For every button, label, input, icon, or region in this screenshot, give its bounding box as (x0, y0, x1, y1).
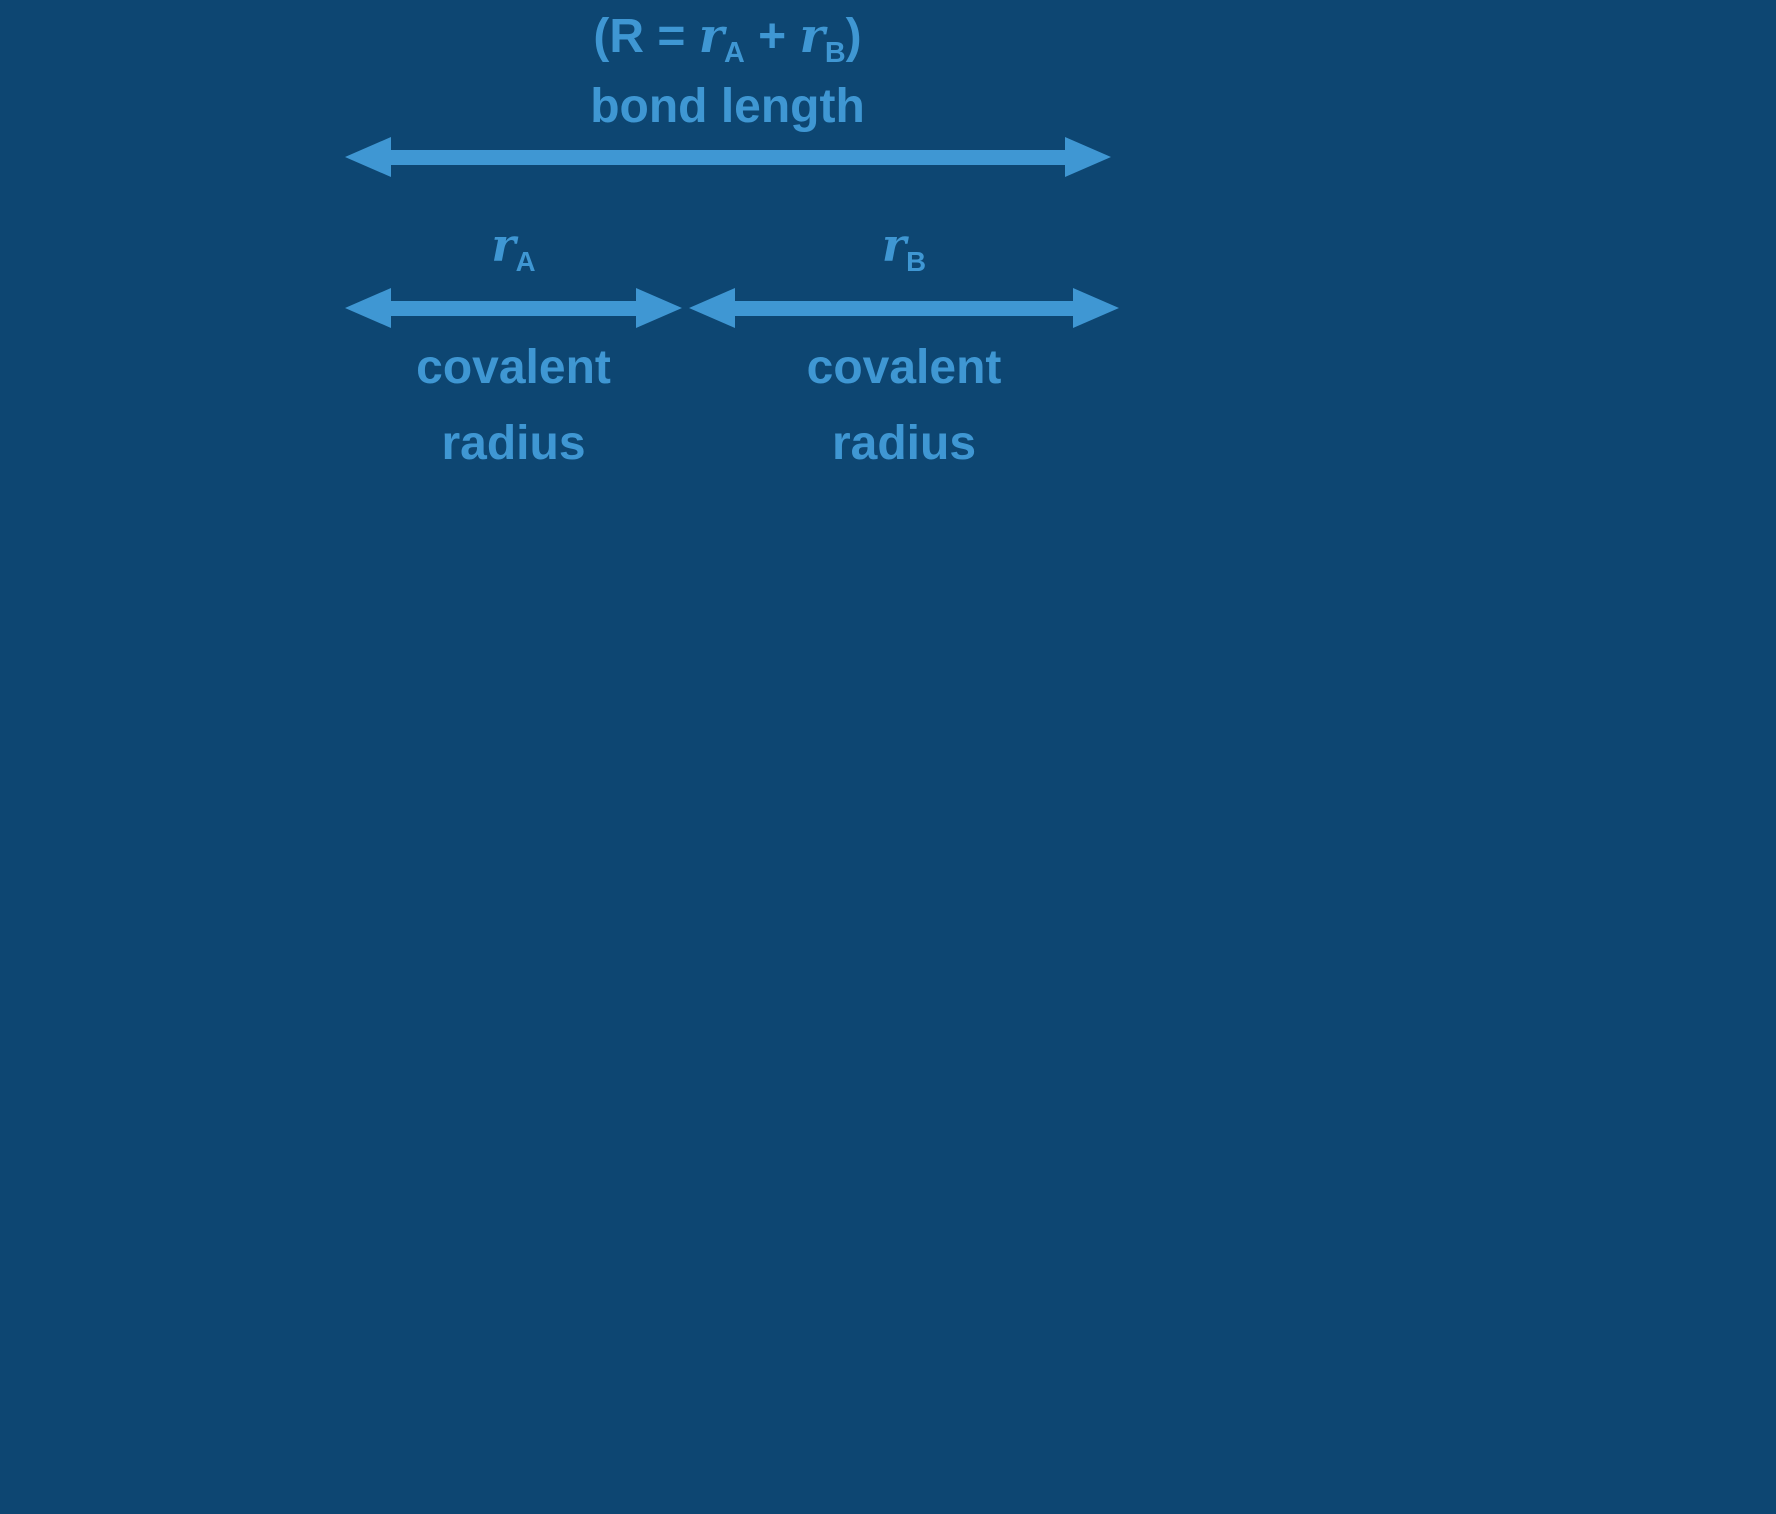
radius-b-r: r (881, 218, 907, 272)
formula-r-b: r (799, 8, 825, 64)
formula-plus: + (744, 10, 800, 63)
bond-length-label: bond length (590, 80, 865, 133)
covalent-radius-arrow-right (689, 288, 1119, 328)
caption-line2: radius (441, 417, 586, 470)
bond-length-formula: (R = rA + rB) (300, 4, 1155, 75)
arrow-shaft (385, 300, 642, 316)
formula-r-a: r (698, 8, 725, 64)
radius-a-subscript: A (515, 245, 536, 277)
radius-b-subscript: B (906, 245, 927, 277)
arrowhead-right-icon (636, 288, 682, 328)
arrowhead-right-icon (1073, 288, 1119, 328)
arrowhead-left-icon (689, 288, 735, 328)
arrowhead-right-icon (1065, 137, 1111, 177)
arrow-shaft (729, 300, 1079, 316)
formula-close: ) (845, 10, 862, 63)
arrowhead-left-icon (345, 137, 391, 177)
bond-length-title: (R = rA + rB) bond length (300, 4, 1155, 139)
radius-a-r: r (491, 218, 516, 272)
caption-line1: covalent (806, 341, 1002, 394)
caption-line1: covalent (416, 341, 611, 394)
bond-length-arrow (345, 137, 1111, 177)
covalent-radius-caption-left: covalent radius (325, 330, 702, 482)
arrowhead-left-icon (345, 288, 391, 328)
formula-sub-b: B (824, 37, 846, 70)
covalent-radius-caption-right: covalent radius (669, 330, 1139, 482)
caption-line2: radius (831, 417, 977, 470)
formula-open: (R = (593, 10, 699, 63)
arrow-shaft (385, 149, 1071, 165)
radius-b-symbol: rB (689, 218, 1119, 277)
covalent-radius-arrow-left (345, 288, 682, 328)
radius-a-symbol: rA (345, 218, 682, 277)
formula-sub-a: A (724, 37, 745, 70)
